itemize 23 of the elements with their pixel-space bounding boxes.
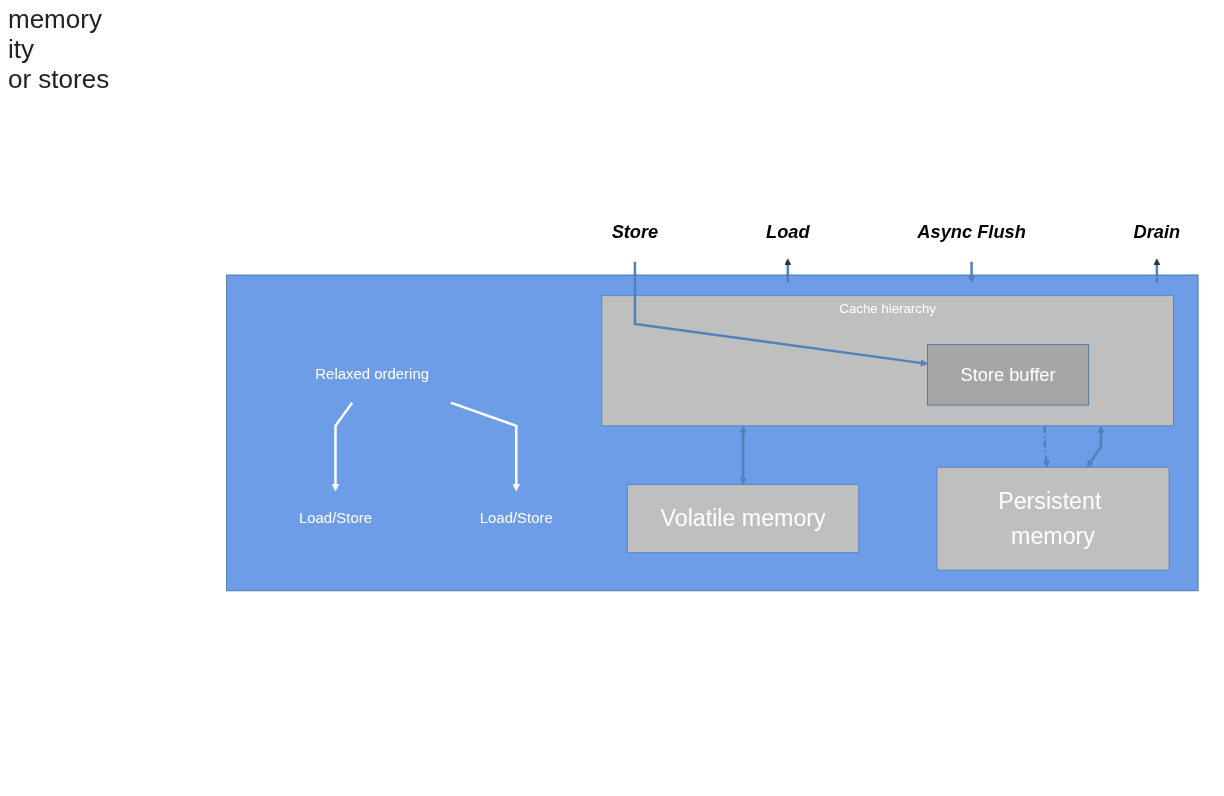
note-text: memory (8, 4, 103, 34)
arrow (633, 261, 928, 367)
note-text: or stores (8, 64, 110, 94)
node-text: Drain (1133, 221, 1181, 242)
arrow (967, 261, 976, 283)
arrow (1086, 425, 1105, 468)
node-text: Async Flush (917, 221, 1026, 242)
node-text: Relaxed ordering (315, 366, 429, 383)
node-box: Store buffer (926, 344, 1090, 406)
arrow (784, 258, 792, 283)
arrow (1042, 425, 1050, 468)
arrow (450, 401, 520, 492)
node-text: Load/Store (479, 509, 553, 527)
node-text: Load/Store (298, 509, 372, 527)
note-text: ity (8, 34, 35, 64)
arrow (331, 401, 354, 492)
arrow (739, 425, 747, 486)
node-box: Persistent memory (936, 466, 1170, 571)
node-text: Store (611, 221, 659, 242)
node-box: Volatile memory (626, 484, 860, 554)
node-text: Load (766, 221, 810, 242)
arrow (1153, 258, 1161, 283)
cluster (226, 274, 1199, 592)
